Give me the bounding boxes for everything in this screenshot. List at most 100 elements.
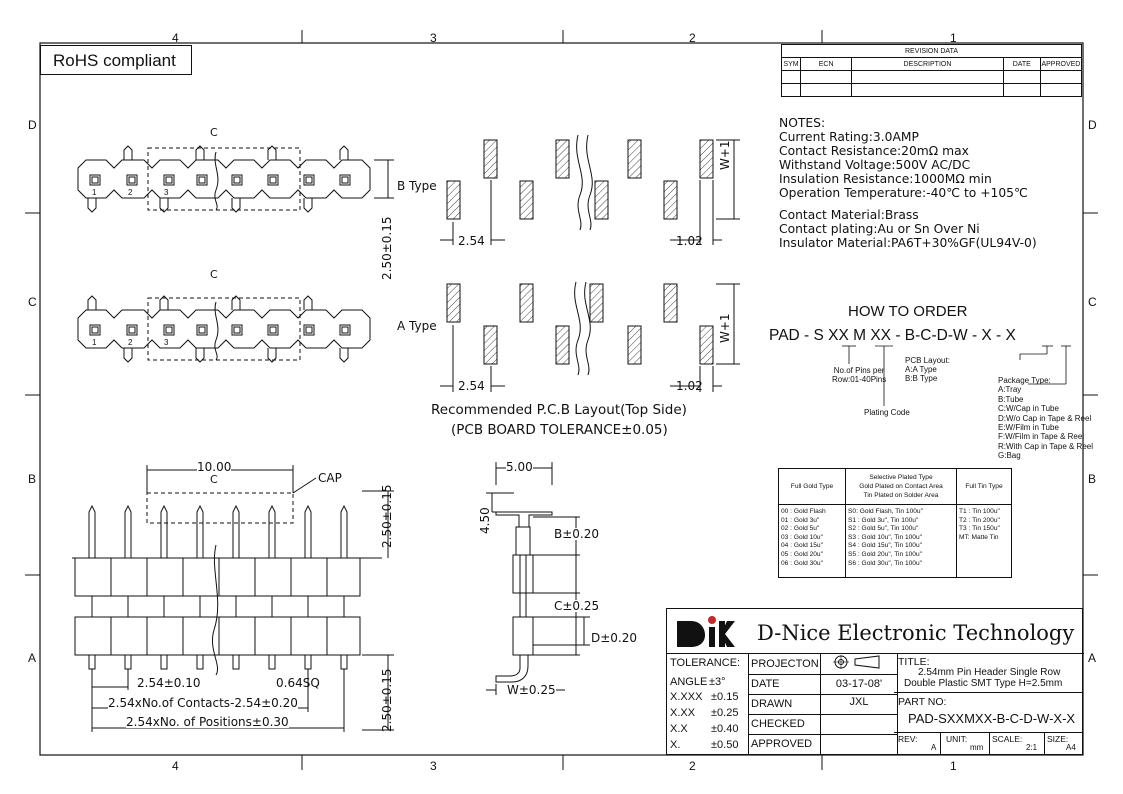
zone-top-2: 2	[689, 31, 696, 45]
approval-table: PROJECTON DATE 03-17-08' DRAWN JXL CHECK…	[749, 654, 898, 754]
contacts-dim: 2.54xNo.of Contacts-2.54±0.20	[108, 696, 298, 710]
svg-text:2: 2	[128, 188, 133, 197]
plating-gold-item: 02 : Gold 5u"	[781, 525, 820, 533]
tol-angle-name: ANGLE	[670, 676, 708, 688]
side-width-dim: 5.00	[506, 460, 533, 474]
part-no-value: PAD-SXXMXX-B-C-D-W-X-X	[908, 711, 1076, 726]
front-view	[72, 465, 394, 732]
tol-int-value: ±0.50	[711, 739, 739, 751]
plating-selective-item: S0: Gold Flash, Tin 100u"	[848, 508, 923, 515]
row-right-b: B	[1088, 472, 1097, 486]
note-line: Insulator Material:PA6T+30%GF(UL94V-0)	[779, 236, 1037, 250]
checked-label: CHECKED	[749, 714, 821, 735]
size-label: SIZE:	[1047, 734, 1069, 744]
tolerance-block: TOLERANCE: ANGLE ±3° X.XXX ±0.15 X.XX ±0…	[667, 654, 749, 754]
order-title: HOW TO ORDER	[848, 303, 968, 320]
tol-xxx-value: ±0.15	[711, 691, 739, 703]
package-option: B:Tube	[998, 394, 1024, 404]
row-left-a: A	[28, 651, 37, 665]
order-pcb-layout: PCB Layout: A:A Type B:B Type	[905, 356, 950, 383]
tol-xxx-name: X.XXX	[670, 691, 703, 703]
plating-selective-item: S6 : Gold 30u", Tin 100u"	[848, 559, 922, 567]
zone-top-1: 1	[950, 31, 957, 45]
pcb-caption-1: Recommended P.C.B Layout(Top Side)	[431, 402, 687, 418]
center-mark-top: C	[210, 126, 218, 139]
row-left-d: D	[28, 118, 37, 132]
rohs-badge: RoHS compliant	[40, 45, 192, 75]
note-line: Contact plating:Au or Sn Over Ni	[779, 222, 980, 236]
company-name: D-Nice Electronic Technology	[757, 621, 1075, 645]
height-dim-front-bottom: 2.50±0.15	[380, 668, 394, 733]
pcb-caption-2: (PCB BOARD TOLERANCE±0.05)	[451, 422, 668, 438]
plating-gold-item: 04 : Gold 15u"	[781, 542, 823, 550]
zone-bottom-3: 3	[430, 759, 437, 773]
svg-text:3: 3	[164, 188, 169, 197]
size-value: A4	[1066, 743, 1076, 752]
notes-heading: NOTES:	[779, 116, 826, 130]
pin-square: 0.64SQ	[276, 676, 320, 690]
plating-tin-item: T2 : Tin 200u"	[959, 516, 1000, 524]
rev-label: REV:	[898, 734, 918, 744]
positions-dim: 2.54xNo. of Positions±0.30	[126, 715, 289, 729]
cap-label: CAP	[318, 471, 342, 485]
pcb-pad-length-b: W+1	[718, 140, 732, 170]
plating-tin-item: T1 : Tin 100u"	[959, 508, 1000, 515]
zone-bottom-2: 2	[689, 759, 696, 773]
approved-label: APPROVED	[749, 734, 821, 754]
scale-label: SCALE:	[992, 734, 1023, 744]
scale-value: 2:1	[1026, 743, 1038, 752]
pcb-layout-b	[440, 134, 740, 245]
order-code: PAD - S XX M XX - B-C-D-W - X - X	[769, 327, 1016, 344]
plating-col-tin: T1 : Tin 100u" T2 : Tin 200u" T3 : Tin 1…	[956, 504, 1012, 578]
plating-gold-item: 06 : Gold 30u"	[781, 559, 823, 567]
row-right-c: C	[1088, 295, 1097, 309]
row-left-c: C	[28, 295, 37, 309]
title-line-1: 2.54mm Pin Header Single Row	[918, 667, 1061, 678]
b-dim: B±0.20	[554, 527, 600, 541]
projection-symbol-icon	[820, 654, 898, 675]
svg-text:1: 1	[92, 338, 97, 347]
order-pins-label: No.of Pins per Row:01-40Pins	[832, 366, 887, 384]
drawn-value: JXL	[820, 694, 898, 715]
height-dim-front-top: 2.50±0.15	[380, 484, 394, 549]
top-view-b-type	[77, 145, 394, 213]
note-line: Contact Material:Brass	[779, 208, 919, 222]
top-view-a-type	[77, 295, 371, 363]
package-option: A:Tray	[998, 385, 1022, 395]
title-block: D-Nice Electronic Technology TOLERANCE: …	[666, 608, 1084, 755]
pcb-pad-width-a: 1.02	[676, 379, 703, 393]
plating-header-full-gold: Full Gold Type	[778, 468, 846, 505]
svg-text:3: 3	[164, 338, 169, 347]
revision-header-ecn: ECN	[800, 57, 853, 71]
d-dim: D±0.20	[591, 631, 638, 645]
projection-label: PROJECTON	[749, 654, 821, 675]
note-line: Contact Resistance:20mΩ max	[779, 144, 969, 158]
pcb-pad-length-a: W+1	[718, 313, 732, 343]
a-type-label: A Type	[397, 319, 437, 333]
tolerance-label: TOLERANCE:	[670, 657, 741, 669]
side-height-dim: 4.50	[478, 507, 492, 534]
svg-text:1: 1	[92, 188, 97, 197]
plating-gold-item: 03 : Gold 10u"	[781, 533, 823, 541]
revision-header-date: DATE	[1002, 57, 1041, 71]
title-label: TITLE:	[898, 656, 930, 668]
date-label: DATE	[749, 674, 821, 695]
note-line: Operation Temperature:-40℃ to +105℃	[779, 186, 1028, 200]
note-line: Withstand Voltage:500V AC/DC	[779, 158, 971, 172]
plating-selective-item: S5 : Gold 20u", Tin 100u"	[848, 550, 922, 558]
plating-col-gold: 00 : Gold Flash 01 : Gold 3u" 02 : Gold …	[778, 504, 846, 578]
package-option: R:With Cap in Tape & Reel	[998, 441, 1094, 451]
zone-bottom-1: 1	[950, 759, 957, 773]
pcb-pitch-b: 2.54	[458, 234, 485, 248]
order-pcb-title: PCB Layout:	[905, 356, 950, 365]
plating-selective-item: S4 : Gold 15u", Tin 100u"	[848, 542, 922, 550]
part-no-label: PART NO:	[898, 696, 947, 708]
plating-col-selective: S0: Gold Flash, Tin 100u" S1 : Gold 3u",…	[845, 504, 957, 578]
order-pcb-option: A:A Type	[905, 365, 937, 374]
note-line: Current Rating:3.0AMP	[779, 130, 919, 144]
package-option: G:Bag	[998, 451, 1021, 461]
plating-gold-item: 05 : Gold 20u"	[781, 550, 823, 558]
plating-tin-item: T3 : Tin 150u"	[959, 525, 1000, 533]
tol-xx-name: X.XX	[670, 707, 696, 719]
